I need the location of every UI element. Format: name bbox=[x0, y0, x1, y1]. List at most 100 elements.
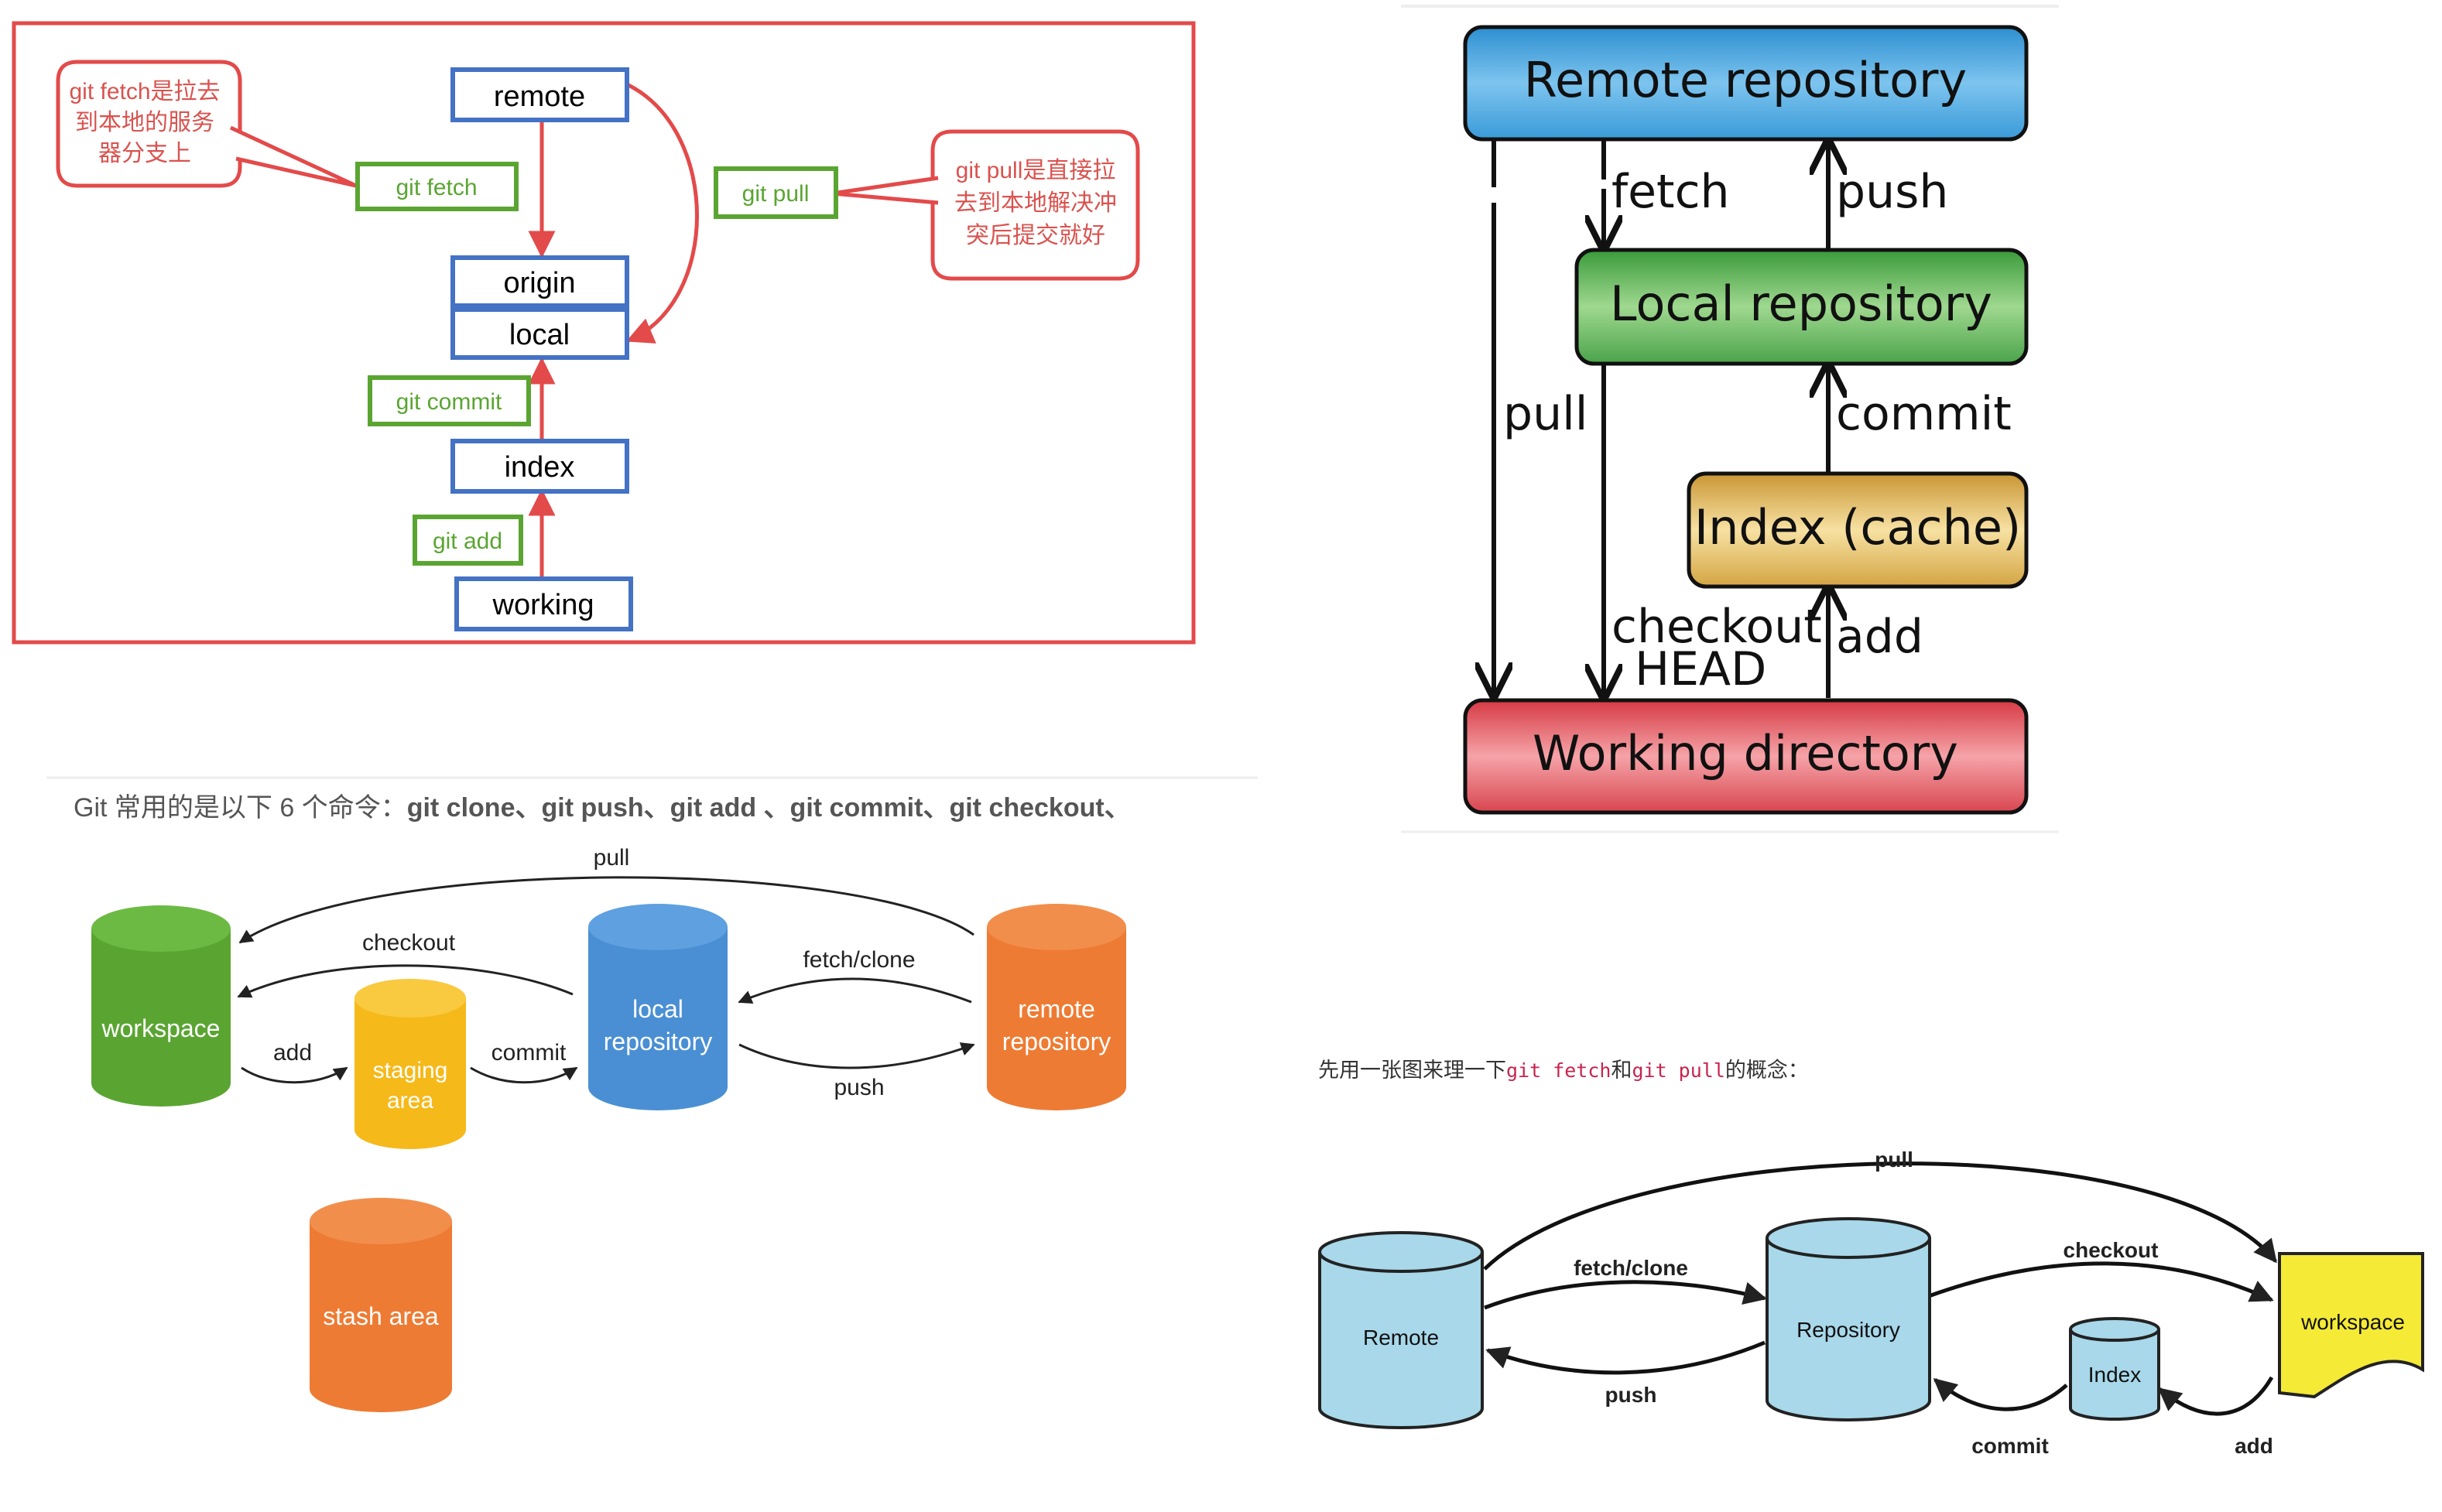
box-index-cache: Index (cache) bbox=[1687, 471, 2029, 589]
arrow-checkout-br bbox=[1928, 1261, 2274, 1302]
cmd-git-commit-label: git commit bbox=[396, 389, 502, 415]
label-add-br: add bbox=[2235, 1434, 2273, 1458]
cylinder-remote-label-2: repository bbox=[1002, 1028, 1111, 1055]
box-local-repository-label: Local repository bbox=[1610, 275, 1992, 332]
label-checkout: checkout bbox=[1611, 600, 1822, 654]
label-commit-bl: commit bbox=[491, 1040, 567, 1066]
arrow-fetch-clone-br bbox=[1484, 1280, 1767, 1310]
node-working: working bbox=[454, 576, 633, 631]
cmd-git-pull-label: git pull bbox=[742, 181, 810, 207]
label-pull: pull bbox=[1503, 387, 1587, 441]
label-push: push bbox=[1836, 165, 1948, 219]
box-remote-repository-label: Remote repository bbox=[1524, 52, 1967, 108]
arrow-add-br bbox=[2157, 1376, 2274, 1416]
label-checkout-br: checkout bbox=[2064, 1238, 2159, 1262]
pull-note-line-1: git pull是直接拉 bbox=[956, 158, 1116, 183]
cmd-git-fetch: git fetch bbox=[355, 162, 519, 211]
panel-git-workflow-boxes: Remote repository Local repository Index… bbox=[1401, 5, 2059, 833]
node-origin: origin bbox=[450, 255, 629, 308]
arrow-push-br bbox=[1485, 1340, 1766, 1375]
arrow-pull-bl bbox=[238, 876, 974, 944]
arrow-fetch-clone-bl bbox=[738, 977, 972, 1004]
cylinder-staging-label-1: staging bbox=[373, 1058, 448, 1083]
label-fetch-clone-bl: fetch/clone bbox=[803, 947, 915, 973]
label-add: add bbox=[1836, 610, 1923, 664]
intro-text-c: 的概念： bbox=[1725, 1059, 1809, 1082]
cylinder-stash-area: stash area bbox=[310, 1198, 452, 1412]
intro-text-a: 先用一张图来理一下 bbox=[1318, 1059, 1506, 1082]
label-push-br: push bbox=[1605, 1383, 1657, 1407]
cylinder-remote-br-label: Remote bbox=[1363, 1326, 1439, 1350]
node-remote-label: remote bbox=[494, 80, 585, 113]
label-head: HEAD bbox=[1635, 642, 1766, 696]
intro-text-b: 和 bbox=[1611, 1059, 1632, 1082]
box-local-repository: Local repository bbox=[1574, 248, 2029, 366]
intro-code-fetch: git fetch bbox=[1506, 1059, 1611, 1082]
cmd-git-add: git add bbox=[413, 515, 523, 566]
cylinder-index-br-label: Index bbox=[2088, 1363, 2142, 1387]
callout-pull-note: git pull是直接拉 去到本地解决冲 突后提交就好 bbox=[831, 129, 1140, 281]
label-add-bl: add bbox=[273, 1040, 312, 1066]
heading-commands: git clone、git push、git add 、git commit、g… bbox=[407, 793, 1131, 823]
callout-fetch-note: git fetch是拉去 到本地的服务 器分支上 bbox=[56, 60, 358, 188]
label-fetch-clone-br: fetch/clone bbox=[1574, 1256, 1688, 1280]
arrow-checkout-bl bbox=[237, 964, 574, 998]
pull-note-line-3: 突后提交就好 bbox=[966, 223, 1105, 248]
box-working-directory-label: Working directory bbox=[1533, 725, 1958, 782]
cylinder-repository-br-label: Repository bbox=[1796, 1318, 1900, 1342]
cmd-git-fetch-label: git fetch bbox=[396, 175, 477, 200]
node-index: index bbox=[450, 439, 629, 494]
node-index-label: index bbox=[505, 451, 575, 484]
cylinder-repository-br: Repository bbox=[1766, 1217, 1931, 1421]
panel-git-flow-red: git fetch是拉去 到本地的服务 器分支上 git pull是直接拉 去到… bbox=[12, 21, 1196, 645]
box-remote-repository: Remote repository bbox=[1463, 25, 2029, 142]
panel-fetch-vs-pull: 先用一张图来理一下git fetch和git pull的概念： Remote R… bbox=[1318, 1059, 2424, 1458]
cylinder-remote-label-1: remote bbox=[1018, 995, 1095, 1023]
cylinder-local-label-2: repository bbox=[604, 1028, 713, 1055]
cylinder-workspace: workspace bbox=[91, 905, 231, 1107]
cylinder-stash-label: stash area bbox=[323, 1302, 439, 1330]
doc-workspace-br: workspace bbox=[2278, 1252, 2424, 1399]
fetch-note-line-2: 到本地的服务 bbox=[75, 110, 214, 135]
arrow-remote-to-local-pull bbox=[625, 83, 699, 344]
label-fetch: fetch bbox=[1611, 165, 1730, 219]
panel-six-commands: Git 常用的是以下 6 个命令：git clone、git push、git … bbox=[46, 776, 1258, 1412]
node-remote: remote bbox=[450, 67, 629, 122]
cylinder-remote-repository: remote repository bbox=[987, 904, 1126, 1110]
cylinder-local-repository: local repository bbox=[588, 904, 728, 1110]
box-index-cache-label: Index (cache) bbox=[1694, 499, 2021, 556]
cylinder-staging-area: staging area bbox=[354, 979, 466, 1149]
label-pull-br: pull bbox=[1875, 1148, 1913, 1172]
label-checkout-bl: checkout bbox=[362, 930, 456, 956]
label-commit: commit bbox=[1836, 387, 2012, 441]
arrow-commit-bl bbox=[470, 1066, 578, 1084]
fetch-note-line-3: 器分支上 bbox=[98, 141, 191, 166]
arrow-pull-br bbox=[1483, 1161, 2277, 1271]
node-local: local bbox=[450, 307, 629, 360]
fetch-note-line-1: git fetch是拉去 bbox=[69, 79, 220, 104]
node-origin-label: origin bbox=[504, 267, 576, 299]
doc-workspace-br-label: workspace bbox=[2300, 1310, 2405, 1334]
node-local-label: local bbox=[509, 319, 570, 351]
cylinder-local-label-1: local bbox=[632, 995, 683, 1023]
cylinder-index-br: Index bbox=[2069, 1317, 2160, 1421]
cmd-git-add-label: git add bbox=[433, 529, 502, 554]
label-pull-bl: pull bbox=[594, 845, 630, 871]
intro-code-pull: git pull bbox=[1632, 1059, 1724, 1082]
cmd-git-pull: git pull bbox=[714, 166, 838, 219]
cmd-git-commit: git commit bbox=[368, 375, 531, 426]
heading-six-commands: Git 常用的是以下 6 个命令：git clone、git push、git … bbox=[74, 793, 1131, 823]
pull-note-line-2: 去到本地解决冲 bbox=[954, 190, 1117, 216]
node-working-label: working bbox=[492, 589, 594, 621]
cylinder-remote-br: Remote bbox=[1318, 1231, 1484, 1429]
heading-prefix: Git 常用的是以下 6 个命令： bbox=[74, 793, 407, 823]
cylinder-staging-label-2: area bbox=[387, 1088, 433, 1113]
intro-text: 先用一张图来理一下git fetch和git pull的概念： bbox=[1318, 1059, 1809, 1082]
label-push-bl: push bbox=[834, 1075, 884, 1100]
arrow-add-bl bbox=[241, 1066, 348, 1084]
label-commit-br: commit bbox=[1971, 1434, 2049, 1458]
cylinder-workspace-label: workspace bbox=[101, 1014, 221, 1042]
arrow-push-bl bbox=[738, 1042, 975, 1069]
arrow-commit-br bbox=[1933, 1378, 2068, 1411]
